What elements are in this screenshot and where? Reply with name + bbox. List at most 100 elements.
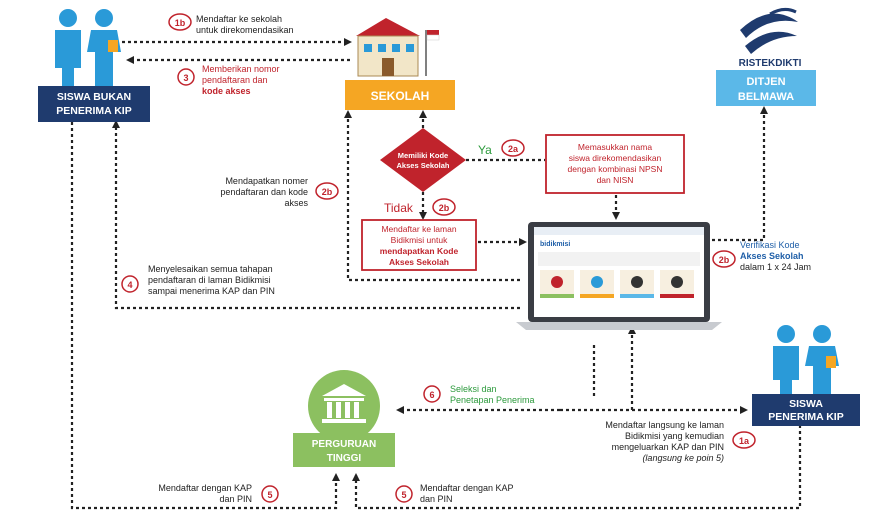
step-1a-line1: Mendaftar langsung ke laman [605,420,724,430]
school-building-icon [356,18,440,77]
ditjen-line1: DITJEN [746,76,785,88]
step-2a-line2: siswa direkomendasikan [569,153,662,163]
step-2b-left: Mendapatkan nomer pendaftaran dan kode a… [220,176,339,208]
badge-1b [168,13,192,31]
step-2b-right-line1: Verifikasi Kode [740,240,800,250]
step-1b: 1b Mendaftar ke sekolah untuk direkomend… [168,13,294,35]
step-1a-line2: Bidikmisi yang kemudian [625,431,724,441]
step-5-left: Mendaftar dengan KAP dan PIN 5 [158,483,279,504]
siswa-penerima-label-box [752,394,860,426]
laptop-screen: bidikmisi [516,222,722,330]
step-1b-line2: untuk direkomendasikan [196,25,294,35]
step-6-line1: Seleksi dan [450,384,497,394]
step-5-left-line1: Mendaftar dengan KAP [158,483,252,493]
step-2b-right-line3: dalam 1 x 24 Jam [740,262,811,272]
students-icon [55,9,121,88]
step-5-left-line2: dan PIN [219,494,252,504]
step-4-line1: Menyelesaikan semua tahapan [148,264,273,274]
step-2b-right-line2: Akses Sekolah [740,251,804,261]
step-3-line2: pendaftaran dan [202,75,268,85]
decision-diamond [380,128,466,192]
node-siswa-bukan: SISWA BUKAN PENERIMA KIP [38,9,150,122]
badge-2b-box [432,198,456,216]
laptop-site-name: bidikmisi [540,241,570,248]
badge-1a [732,431,756,449]
step-2b-box-line4: Akses Sekolah [389,257,449,267]
node-sekolah: SEKOLAH [345,18,455,110]
node-siswa-penerima: SISWA PENERIMA KIP [752,325,860,426]
badge-2b-left [315,182,339,200]
ditjen-label-box [716,70,816,106]
perguruan-label-box [293,433,395,467]
decision-line1: Memiliki Kode [398,151,448,160]
step-4-line2: pendaftaran di laman Bidikmisi [148,275,271,285]
node-ristekdikti: RISTEKDIKTI DITJEN BELMAWA [716,7,816,106]
step-5-right: 5 Mendaftar dengan KAP dan PIN [395,483,514,504]
step-5-right-line1: Mendaftar dengan KAP [420,483,514,493]
label-ya: Ya [478,143,492,157]
step-1a-line4: (langsung ke poin 5) [642,453,724,463]
siswa-bukan-line2: PENERIMA KIP [56,105,131,117]
badge-5-left [261,485,279,503]
step-6-line2: Penetapan Penerima [450,395,535,405]
badge-5-left-text: 5 [267,490,272,500]
badge-1b-text: 1b [175,18,186,28]
badge-2b-left-text: 2b [322,187,333,197]
step-2b-box-line1: Mendaftar ke laman [381,224,456,234]
step-2a: 2a Memasukkan nama siswa direkomendasika… [501,134,685,194]
laptop-base [516,322,722,330]
step-3: 3 Memberikan nomor pendaftaran dan kode … [177,64,280,96]
step-4: 4 Menyelesaikan semua tahapan pendaftara… [121,264,275,296]
badge-2b-right-text: 2b [719,255,730,265]
badge-2b-box-text: 2b [439,203,450,213]
ristekdikti-logo-text: RISTEKDIKTI [739,58,802,69]
badge-2a [501,139,525,157]
badge-5-right [395,485,413,503]
step-2a-line1: Memasukkan nama [578,142,652,152]
decision-line2: Akses Sekolah [397,161,450,170]
step-1a-line3: mengeluarkan KAP dan PIN [612,442,724,452]
badge-3 [177,68,195,86]
node-perguruan: PERGURUAN TINGGI [293,370,395,467]
step-1a: Mendaftar langsung ke laman Bidikmisi ya… [605,420,756,463]
step-3-line1: Memberikan nomor [202,64,280,74]
step-2b-box-line3: mendapatkan Kode [380,246,459,256]
badge-6-text: 6 [429,390,434,400]
ristekdikti-logo-icon [740,7,798,54]
step-2b-box-line2: Bidikmisi untuk [391,235,448,245]
step-2b-left-line2: pendaftaran dan kode [220,187,308,197]
sekolah-label-box [345,80,455,110]
students-icon [773,325,839,400]
step-2a-box [545,134,685,194]
step-5-right-line2: dan PIN [420,494,453,504]
perguruan-line2: TINGGI [327,453,362,464]
badge-1a-text: 1a [739,436,750,446]
step-2b-left-line1: Mendapatkan nomer [225,176,308,186]
ditjen-line2: BELMAWA [738,91,794,103]
university-building-icon [322,384,366,423]
step-2a-line4: dan NISN [597,175,634,185]
step-6: 6 Seleksi dan Penetapan Penerima [423,384,535,405]
laptop-cards [540,270,694,298]
perguruan-line1: PERGURUAN [312,439,376,450]
step-3-line3: kode akses [202,86,251,96]
step-2b-left-line3: akses [284,198,308,208]
badge-4-text: 4 [127,280,132,290]
badge-2a-text: 2a [508,144,519,154]
university-circle [308,370,380,442]
badge-5-right-text: 5 [401,490,406,500]
step-2b-box: 2b Mendaftar ke laman Bidikmisi untuk me… [361,198,477,271]
siswa-bukan-line1: SISWA BUKAN [57,91,131,103]
siswa-penerima-line1: SISWA [789,398,823,410]
badge-4 [121,275,139,293]
arrow-verify [712,106,768,242]
step-4-line3: sampai menerima KAP dan PIN [148,286,275,296]
connectors [70,38,802,510]
step-2b-right: 2b Verifikasi Kode Akses Sekolah dalam 1… [712,240,811,272]
sekolah-label: SEKOLAH [371,89,430,103]
step-2b-register-box [361,219,477,271]
label-tidak: Tidak [384,201,414,215]
siswa-penerima-line2: PENERIMA KIP [768,411,843,423]
node-decision: Memiliki Kode Akses Sekolah [380,128,466,192]
